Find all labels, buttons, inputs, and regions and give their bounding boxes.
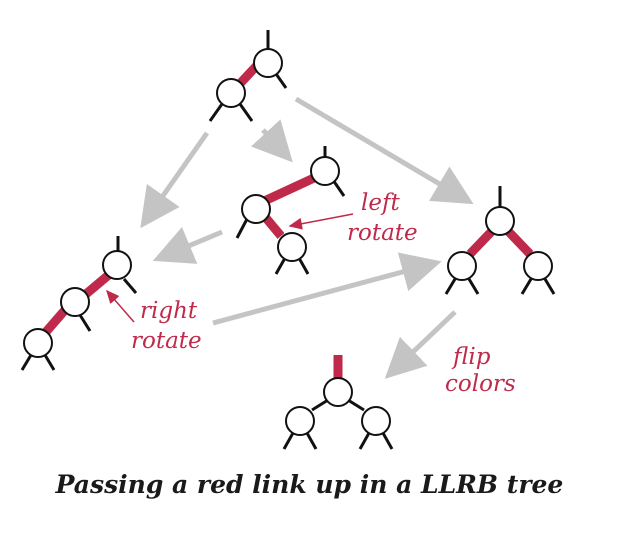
flow-arrows [140, 96, 474, 379]
label-flip-colors: flip colors [445, 344, 516, 397]
red-link [258, 173, 316, 208]
red-link [262, 215, 285, 239]
tree-initial [208, 30, 288, 122]
arrow-top-to-left-rotate [250, 119, 293, 163]
tree-flipped [282, 355, 394, 450]
tree-node [23, 328, 53, 358]
tree-node [277, 232, 307, 262]
tree-node [241, 194, 271, 224]
tree-node [285, 406, 315, 436]
tree-node [310, 156, 340, 186]
left-rotate-pointer [288, 213, 354, 230]
tree-left-rotated [235, 146, 346, 275]
arrow-flip-to-final [384, 310, 457, 379]
red-link [83, 269, 114, 298]
label-right-rotate: right rotate [131, 298, 204, 354]
tree-node [447, 251, 477, 281]
tree-node [523, 251, 553, 281]
tree-node [323, 377, 353, 407]
red-link [466, 227, 496, 258]
tree-node [60, 287, 90, 317]
tree-right-rotated [20, 236, 138, 371]
arrow-top-to-flip [294, 96, 474, 205]
arrow-top-to-right-rotate [140, 131, 210, 229]
figure-caption: Passing a red link up in a LLRB tree [55, 470, 564, 499]
tree-two-red-children [444, 186, 556, 295]
tree-node [216, 78, 246, 108]
label-left-rotate: left rotate [347, 190, 418, 246]
red-link [504, 227, 534, 258]
tree-node [485, 206, 515, 236]
tree-node [102, 250, 132, 280]
right-rotate-pointer [106, 289, 135, 323]
arrow-left-rotate-to-right-rotate [152, 226, 223, 264]
red-link [41, 307, 69, 336]
arrow-right-rotate-to-flip [212, 252, 442, 326]
tree-node [253, 48, 283, 78]
tree-node [361, 406, 391, 436]
